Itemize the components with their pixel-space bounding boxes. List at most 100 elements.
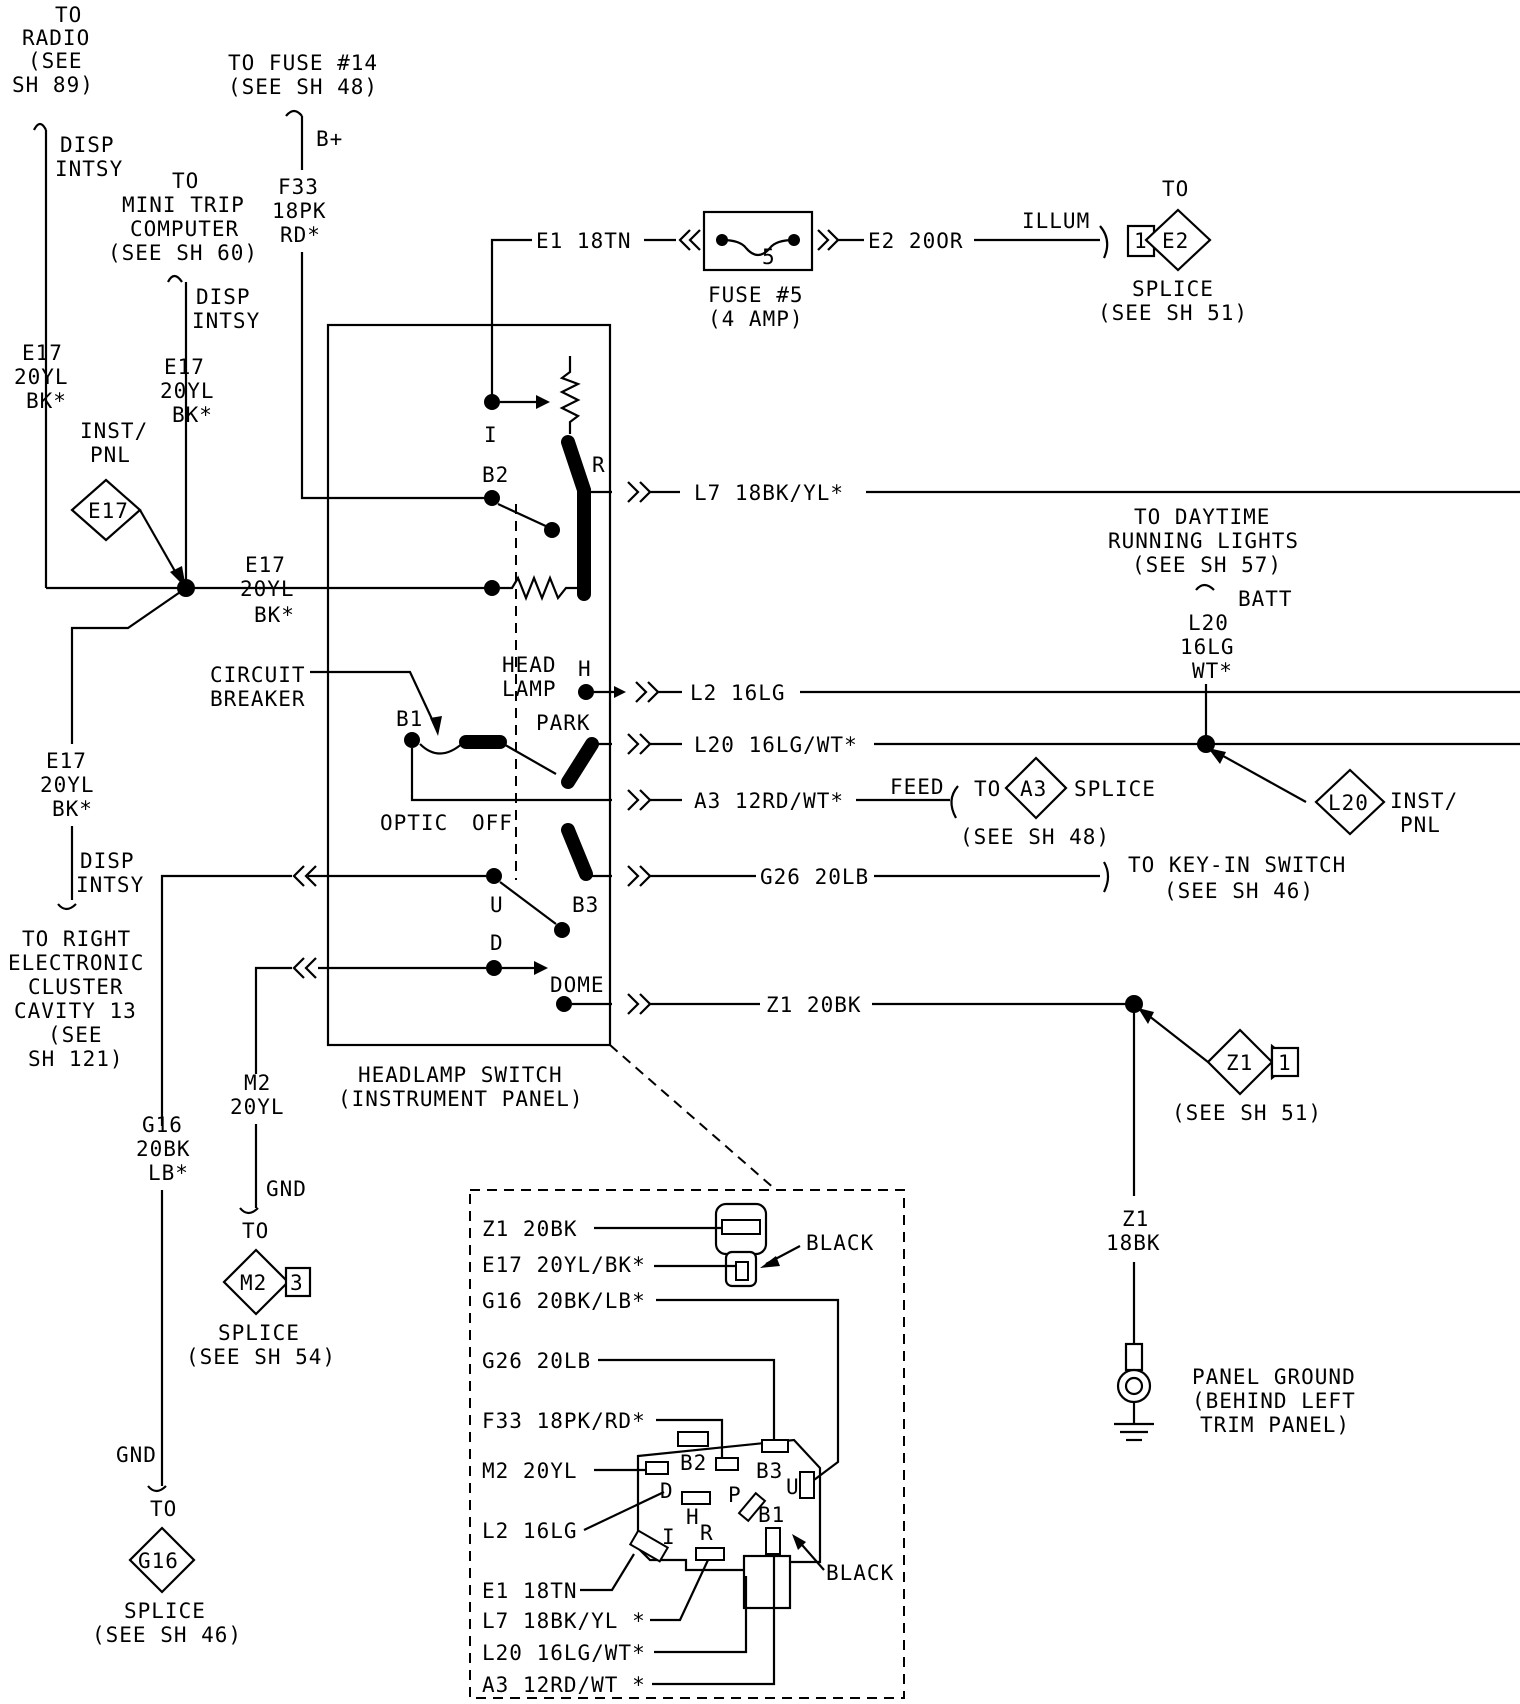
terminal-d-arrowhead bbox=[534, 961, 548, 975]
m2-connector-symbol bbox=[239, 1207, 259, 1215]
connector-detail-box bbox=[469, 1189, 905, 1699]
splice-z1-arrow bbox=[1143, 1011, 1209, 1063]
pin-d-label: D bbox=[660, 1479, 674, 1503]
detail-wire-l7: L7 18BK/YL * bbox=[482, 1609, 646, 1633]
circuit-breaker-line2: BREAKER bbox=[210, 687, 306, 711]
h-arrowhead bbox=[614, 686, 626, 698]
f33-line1: F33 bbox=[278, 175, 319, 199]
terminal-u-dot bbox=[486, 868, 502, 884]
terminal-u-label: U bbox=[490, 893, 504, 917]
detail-leader bbox=[609, 1044, 777, 1191]
detail-wire-f33: F33 18PK/RD* bbox=[482, 1409, 646, 1433]
z1-label: Z1 20BK bbox=[766, 993, 862, 1017]
detail-a3-lead bbox=[652, 1554, 776, 1686]
splice-l20-arrow bbox=[1215, 751, 1307, 803]
e17-mid-line1: E17 bbox=[164, 355, 205, 379]
detail-g16-lead bbox=[656, 1298, 840, 1481]
l20-inst-pnl-line1: INST/ bbox=[1390, 789, 1458, 813]
g26-connector-symbol bbox=[1103, 861, 1110, 893]
splice-e2-pin: 1 bbox=[1134, 229, 1148, 253]
splice-e2-diamond bbox=[1144, 208, 1212, 272]
a3-label: A3 12RD/WT* bbox=[694, 789, 844, 813]
large-black-label: BLACK bbox=[826, 1561, 894, 1585]
pin-f33 bbox=[715, 1457, 739, 1471]
cluster-line2: ELECTRONIC bbox=[8, 951, 144, 975]
splice-a3-see: (SEE SH 48) bbox=[960, 825, 1110, 849]
splice-e2-see: (SEE SH 51) bbox=[1098, 301, 1248, 325]
fuse14-reference: TO FUSE #14 (SEE SH 48) B+ F33 18PK RD* bbox=[228, 51, 492, 500]
fuse5-number: 5 bbox=[762, 245, 776, 269]
to-fuse14-line2: (SEE SH 48) bbox=[228, 75, 378, 99]
cluster-disp-line2: INTSY bbox=[76, 873, 144, 897]
terminal-b1-label: B1 bbox=[396, 707, 423, 731]
e17-right-line2: 20YL bbox=[240, 577, 295, 601]
e17-right-line3: BK* bbox=[254, 603, 295, 627]
terminal-d-label: D bbox=[490, 931, 504, 955]
detail-g26-lead bbox=[598, 1358, 776, 1440]
optic-label: OPTIC bbox=[380, 811, 448, 835]
splice-e17-id: E17 bbox=[88, 499, 129, 523]
off-label: OFF bbox=[472, 811, 513, 835]
e2-label: E2 20OR bbox=[868, 229, 964, 253]
e17-right-line1: E17 bbox=[245, 553, 286, 577]
pin-u bbox=[799, 1471, 815, 1499]
g16-gnd-label: GND bbox=[116, 1443, 157, 1467]
b1-to-a3-wire bbox=[410, 748, 612, 802]
splice-m2-label: SPLICE bbox=[218, 1321, 300, 1345]
splice-z1-arrowhead bbox=[1138, 1008, 1154, 1024]
terminal-e17-dot bbox=[484, 580, 500, 596]
l2-connector bbox=[635, 681, 660, 703]
m2-line2: 20YL bbox=[230, 1095, 285, 1119]
terminal-b3-contact bbox=[554, 922, 570, 938]
pin-u-label: U bbox=[786, 1475, 800, 1499]
terminal-dome-dot bbox=[556, 996, 572, 1012]
g16-connector bbox=[292, 865, 317, 887]
terminal-b3-label: B3 bbox=[572, 893, 599, 917]
small-black-label: BLACK bbox=[806, 1231, 874, 1255]
mini-trip-line3: COMPUTER bbox=[130, 217, 239, 241]
g16-wire bbox=[160, 874, 292, 1126]
e1-wire bbox=[490, 238, 532, 402]
z1-vert-line2: 18BK bbox=[1106, 1231, 1161, 1255]
bplus-label: B+ bbox=[316, 127, 343, 151]
splice-a3-label: SPLICE bbox=[1074, 777, 1156, 801]
terminal-b2-switch-arm bbox=[497, 503, 551, 529]
detail-wire-e17: E17 20YL/BK* bbox=[482, 1253, 646, 1277]
terminal-h-label: H bbox=[578, 657, 592, 681]
pin-r bbox=[695, 1547, 725, 1561]
pin-r-label: R bbox=[700, 1521, 714, 1545]
cluster-line5: (SEE bbox=[48, 1023, 103, 1047]
splice-l20-id: L20 bbox=[1328, 791, 1369, 815]
inst-pnl-line1: INST/ bbox=[80, 419, 148, 443]
a3-connector-symbol bbox=[950, 785, 959, 819]
detail-wire-l20: L20 16LG/WT* bbox=[482, 1641, 646, 1665]
ground-ring-inner bbox=[1124, 1376, 1144, 1396]
mini-trip-reference: TO MINI TRIP COMPUTER (SEE SH 60) DISP I… bbox=[80, 169, 259, 588]
splice-z1-id: Z1 bbox=[1226, 1051, 1253, 1075]
park-contact-wire bbox=[499, 741, 557, 775]
f33-line3: RD* bbox=[280, 223, 321, 247]
to-radio-line1: TO bbox=[55, 3, 82, 27]
m2-gnd-label: GND bbox=[266, 1177, 307, 1201]
e17-mid-line2: 20YL bbox=[160, 379, 215, 403]
pin-b3 bbox=[761, 1439, 789, 1453]
m2-connector bbox=[292, 957, 317, 979]
ground-lug bbox=[1124, 1342, 1144, 1372]
detail-l7-lead bbox=[650, 1559, 709, 1622]
l20-vert-line2: 16LG bbox=[1180, 635, 1235, 659]
fuse5-left-connector bbox=[678, 229, 701, 251]
terminal-u-switch-arm bbox=[499, 881, 557, 925]
detail-wire-z1: Z1 20BK bbox=[482, 1217, 578, 1241]
radio-connector-symbol bbox=[33, 122, 47, 131]
dome-label: DOME bbox=[550, 973, 605, 997]
terminal-r-label: R bbox=[592, 453, 606, 477]
f33-line2: 18PK bbox=[272, 199, 327, 223]
e17-lower-line1: E17 bbox=[46, 749, 87, 773]
headlamp-switch-line2: (INSTRUMENT PANEL) bbox=[338, 1087, 584, 1111]
to-radio-line4: SH 89) bbox=[12, 73, 94, 97]
splice-e2-id: E2 bbox=[1162, 229, 1189, 253]
splice-a3-id: A3 bbox=[1020, 777, 1047, 801]
pin-i-label: I bbox=[662, 1525, 676, 1549]
splice-z1-see: (SEE SH 51) bbox=[1172, 1101, 1322, 1125]
